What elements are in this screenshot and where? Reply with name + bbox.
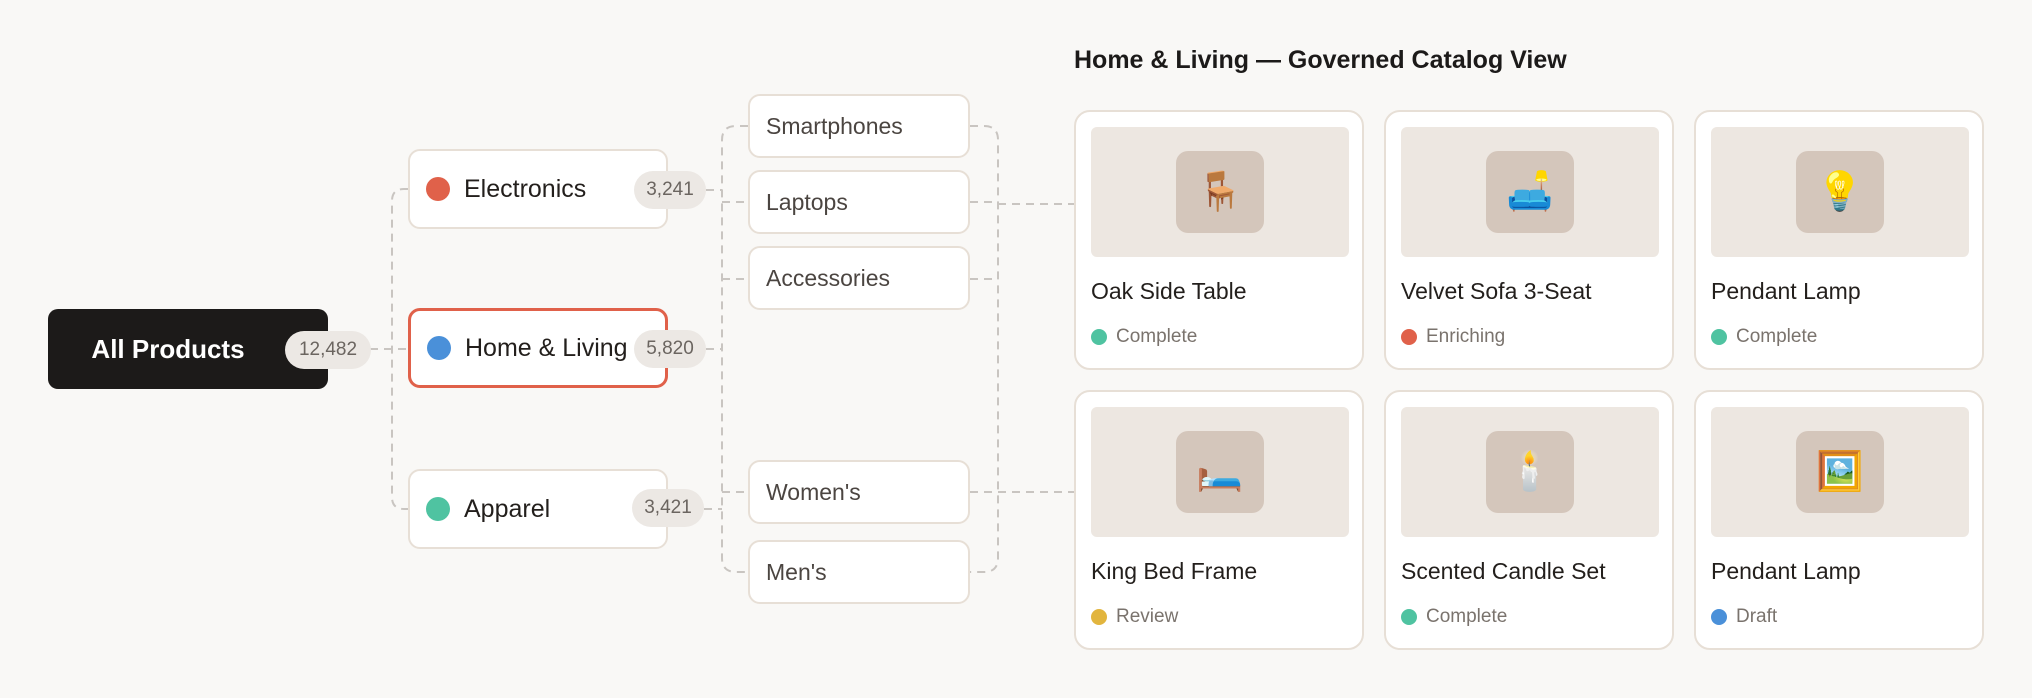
- status-badge: Review: [1091, 606, 1178, 628]
- category-count-badge: 5,820: [634, 330, 706, 368]
- catalog-panel-title: Home & Living — Governed Catalog View: [1074, 46, 1567, 74]
- status-badge: Enriching: [1401, 326, 1505, 348]
- product-name: Pendant Lamp: [1711, 278, 1861, 304]
- subcategory-womens[interactable]: Women's: [748, 460, 970, 524]
- product-card[interactable]: 🕯️ Scented Candle Set Complete: [1384, 390, 1674, 650]
- subcategory-label: Smartphones: [766, 112, 903, 139]
- sofa-icon: 🛋️: [1486, 151, 1574, 233]
- category-color-dot: [426, 177, 450, 201]
- product-card[interactable]: 🖼️ Pendant Lamp Draft: [1694, 390, 1984, 650]
- product-card[interactable]: 🪑 Oak Side Table Complete: [1074, 110, 1364, 370]
- status-dot: [1711, 609, 1727, 625]
- category-color-dot: [427, 336, 451, 360]
- lightbulb-icon: 💡: [1796, 151, 1884, 233]
- candle-icon: 🕯️: [1486, 431, 1574, 513]
- status-dot: [1091, 609, 1107, 625]
- product-thumbnail: 🛋️: [1401, 127, 1659, 257]
- product-card[interactable]: 🛋️ Velvet Sofa 3-Seat Enriching: [1384, 110, 1674, 370]
- category-color-dot: [426, 497, 450, 521]
- subcategory-laptops[interactable]: Laptops: [748, 170, 970, 234]
- subcategory-label: Laptops: [766, 188, 848, 215]
- status-badge: Draft: [1711, 606, 1777, 628]
- category-electronics[interactable]: Electronics: [408, 149, 668, 229]
- status-dot: [1401, 329, 1417, 345]
- product-name: Oak Side Table: [1091, 278, 1247, 304]
- status-dot: [1711, 329, 1727, 345]
- status-dot: [1091, 329, 1107, 345]
- product-name: Pendant Lamp: [1711, 558, 1861, 584]
- all-products-node[interactable]: All Products: [48, 309, 328, 389]
- framed-picture-icon: 🖼️: [1796, 431, 1884, 513]
- all-products-label: All Products: [91, 333, 245, 364]
- status-dot: [1401, 609, 1417, 625]
- status-label: Review: [1116, 606, 1179, 627]
- product-thumbnail: 💡: [1711, 127, 1969, 257]
- status-badge: Complete: [1711, 326, 1817, 348]
- subcategory-label: Accessories: [766, 264, 890, 291]
- product-name: Scented Candle Set: [1401, 558, 1606, 584]
- status-label: Complete: [1116, 326, 1198, 347]
- status-label: Complete: [1736, 326, 1818, 347]
- bed-icon: 🛏️: [1176, 431, 1264, 513]
- category-label: Apparel: [464, 494, 551, 523]
- product-card[interactable]: 🛏️ King Bed Frame Review: [1074, 390, 1364, 650]
- status-label: Draft: [1736, 606, 1778, 627]
- category-home-living[interactable]: Home & Living: [408, 308, 668, 388]
- category-count-badge: 3,241: [634, 171, 706, 209]
- chair-icon: 🪑: [1176, 151, 1264, 233]
- subcategory-label: Men's: [766, 558, 827, 585]
- subcategory-mens[interactable]: Men's: [748, 540, 970, 604]
- status-label: Enriching: [1426, 326, 1506, 347]
- category-apparel[interactable]: Apparel: [408, 469, 668, 549]
- product-name: Velvet Sofa 3-Seat: [1401, 278, 1592, 304]
- category-label: Home & Living: [465, 333, 628, 362]
- product-thumbnail: 🖼️: [1711, 407, 1969, 537]
- status-label: Complete: [1426, 606, 1508, 627]
- product-thumbnail: 🕯️: [1401, 407, 1659, 537]
- subcategory-smartphones[interactable]: Smartphones: [748, 94, 970, 158]
- category-label: Electronics: [464, 174, 587, 203]
- subcategory-accessories[interactable]: Accessories: [748, 246, 970, 310]
- product-thumbnail: 🛏️: [1091, 407, 1349, 537]
- product-thumbnail: 🪑: [1091, 127, 1349, 257]
- status-badge: Complete: [1091, 326, 1197, 348]
- subcategory-label: Women's: [766, 478, 861, 505]
- product-name: King Bed Frame: [1091, 558, 1258, 584]
- status-badge: Complete: [1401, 606, 1507, 628]
- all-products-count-badge: 12,482: [285, 331, 371, 369]
- product-card[interactable]: 💡 Pendant Lamp Complete: [1694, 110, 1984, 370]
- category-count-badge: 3,421: [632, 489, 704, 527]
